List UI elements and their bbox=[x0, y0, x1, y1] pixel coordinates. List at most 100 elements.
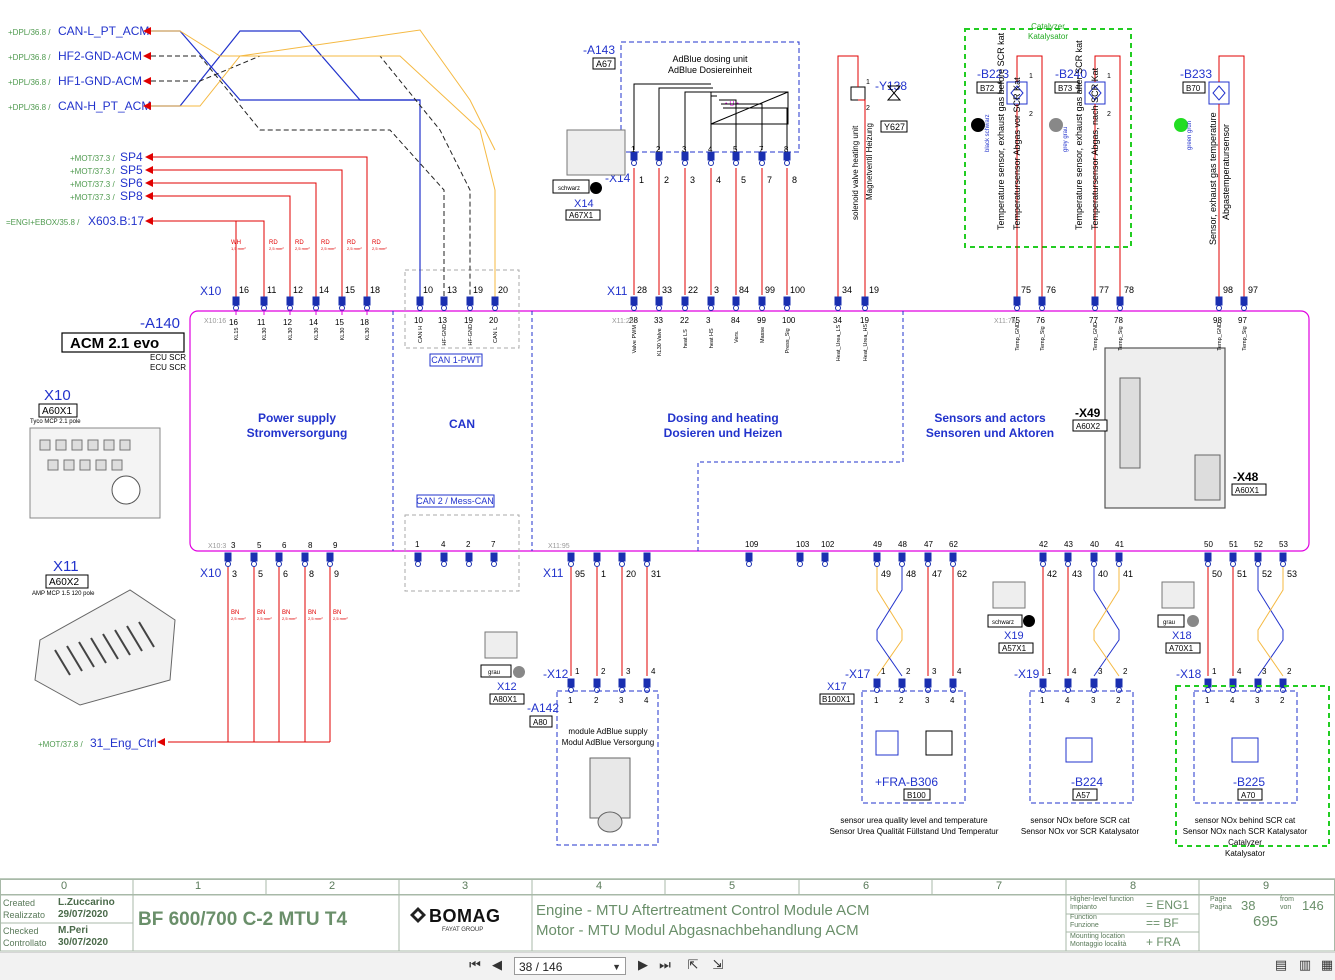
pin-number: 12 bbox=[293, 285, 303, 295]
pin-circle bbox=[619, 687, 625, 693]
signal-arrow-icon bbox=[143, 52, 151, 60]
first-page-icon[interactable]: ⏮ bbox=[469, 958, 481, 973]
b224-desc-de: Sensor NOx vor SCR Katalysator bbox=[1021, 827, 1140, 836]
pin-circle bbox=[746, 561, 752, 567]
pin-circle bbox=[594, 561, 600, 567]
pin-circle bbox=[1092, 305, 1098, 311]
pin-circle bbox=[644, 687, 650, 693]
col-3: 3 bbox=[462, 880, 469, 892]
pin-ref: X10:16 bbox=[204, 318, 226, 325]
x49-label: -X49 bbox=[1075, 406, 1101, 420]
pin-circle bbox=[862, 305, 868, 311]
pin-terminal bbox=[655, 296, 663, 306]
pin-terminal bbox=[1090, 678, 1098, 688]
pin-function-label: Temp_GND bbox=[1093, 322, 1099, 351]
signal-arrow-icon bbox=[143, 102, 151, 110]
pin-number: 2 bbox=[656, 145, 661, 154]
green-dot-icon bbox=[1174, 118, 1188, 132]
supply-wire bbox=[153, 220, 237, 300]
pin-number: 75 bbox=[1011, 316, 1020, 325]
color-dot-icon bbox=[971, 118, 985, 132]
signal-ref: +MOT/37.3 / bbox=[70, 154, 115, 163]
pin-circle bbox=[1040, 687, 1046, 693]
signal-name: SP8 bbox=[120, 189, 143, 203]
pin-terminal bbox=[949, 552, 957, 562]
signal-ref: +MOT/37.3 / bbox=[70, 180, 115, 189]
pin-number: 3 bbox=[626, 667, 631, 676]
hl-function-value: = ENG1 bbox=[1146, 898, 1190, 912]
last-page-icon[interactable]: ⏭ bbox=[659, 958, 671, 973]
forward-view-icon[interactable]: ⇲ bbox=[712, 958, 724, 973]
pin-terminal bbox=[1240, 296, 1248, 306]
pin-function-label: Heat_Urea_LS bbox=[836, 324, 842, 361]
acm-module-outline bbox=[189, 310, 1310, 552]
hl-function-label-it: Impianto bbox=[1070, 904, 1097, 911]
sensor-wire bbox=[1016, 55, 1043, 300]
pin-function-label: Valve PWM bbox=[632, 325, 638, 354]
module-name: ACM 2.1 evo bbox=[70, 335, 159, 352]
pin-number: 49 bbox=[873, 540, 882, 549]
pin-number: 22 bbox=[680, 316, 689, 325]
x19-part-box bbox=[998, 642, 1034, 654]
signal-arrow-icon bbox=[145, 217, 153, 225]
continuous-page-icon[interactable]: ▥ bbox=[1298, 958, 1312, 973]
pin-number: 5 bbox=[258, 569, 263, 579]
hl-function-label: Higher-level function bbox=[1070, 896, 1134, 903]
pin-terminal bbox=[593, 552, 601, 562]
next-page-icon[interactable]: ▶ bbox=[638, 958, 648, 973]
pin-circle bbox=[1230, 561, 1236, 567]
checked-label: Checked bbox=[3, 926, 39, 936]
signal-ref: +MOT/37.8 / bbox=[38, 740, 83, 749]
pin-number: 8 bbox=[792, 175, 797, 185]
created-label-it: Realizzato bbox=[3, 910, 46, 920]
pin-terminal bbox=[643, 678, 651, 688]
ecu-connector-x48 bbox=[1194, 454, 1221, 501]
connector-label: X10 bbox=[200, 284, 222, 298]
pin-number: 19 bbox=[869, 285, 879, 295]
pin-circle bbox=[656, 305, 662, 311]
hf2-wire bbox=[151, 55, 445, 300]
pin-number: 103 bbox=[796, 540, 810, 549]
pin-circle bbox=[708, 305, 714, 311]
pin-terminal bbox=[1115, 678, 1123, 688]
x10-part-box bbox=[38, 403, 78, 418]
signal-ref: =ENGI+EBOX/35.8 / bbox=[6, 218, 80, 227]
pin-function-label: KL30 Valve bbox=[657, 328, 663, 356]
x11-desc: AMP MCP 1.5 120 pole bbox=[32, 591, 95, 597]
back-view-icon[interactable]: ⇱ bbox=[687, 958, 699, 973]
pin-number: 15 bbox=[335, 318, 344, 327]
pin-number: 51 bbox=[1229, 540, 1238, 549]
connector-label: X11 bbox=[607, 284, 628, 298]
prev-page-icon[interactable]: ◀ bbox=[492, 958, 502, 973]
a143-title-de: AdBlue Dosiereinheit bbox=[668, 65, 753, 75]
checked-date: 30/07/2020 bbox=[58, 937, 109, 948]
supply-wire bbox=[153, 156, 368, 300]
single-page-icon[interactable]: ▤ bbox=[1274, 958, 1288, 973]
col-9: 9 bbox=[1263, 880, 1270, 892]
page-selector[interactable]: 38 / 146 ▼ bbox=[514, 957, 626, 975]
can2-label: CAN 2 / Mess-CAN bbox=[416, 496, 494, 506]
pin-number: 33 bbox=[662, 285, 672, 295]
a143-title-en: AdBlue dosing unit bbox=[672, 54, 748, 64]
pin-function-label: heat LS bbox=[683, 329, 689, 348]
a143-part-box bbox=[592, 57, 616, 70]
pin-function-label: KL30 bbox=[340, 328, 346, 341]
pin-circle bbox=[225, 561, 231, 567]
pin-number: 4 bbox=[957, 667, 962, 676]
b306-outline bbox=[861, 690, 966, 804]
pin-circle bbox=[441, 305, 447, 311]
signal-name: 31_Eng_Ctrl bbox=[90, 736, 157, 750]
pin-terminal bbox=[681, 296, 689, 306]
module-sub2: ECU SCR bbox=[150, 363, 186, 372]
pin-number: 16 bbox=[239, 285, 249, 295]
pin-number: 4 bbox=[1230, 696, 1235, 705]
pin-number: 7 bbox=[767, 175, 772, 185]
pin-number: 4 bbox=[441, 540, 446, 549]
pin-circle bbox=[899, 561, 905, 567]
wire-size-label: 2,5 mm² bbox=[308, 616, 323, 621]
two-page-icon[interactable]: ▦ bbox=[1320, 958, 1334, 973]
pin-circle bbox=[656, 160, 662, 166]
pin-number: 51 bbox=[1237, 569, 1247, 579]
pin-circle bbox=[835, 305, 841, 311]
signal-arrow-icon bbox=[145, 179, 153, 187]
